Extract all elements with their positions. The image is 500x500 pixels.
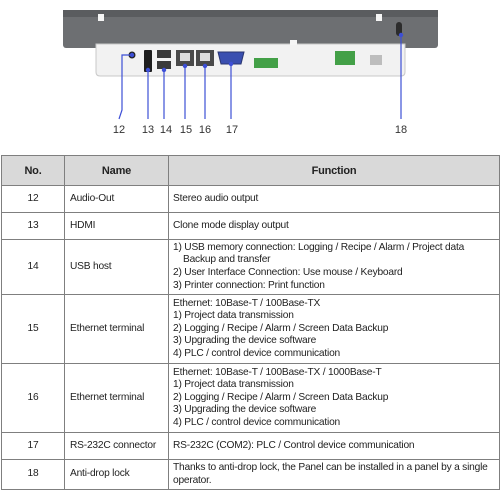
function-line: Stereo audio output <box>173 192 259 204</box>
function-line: 4) PLC / control device communication <box>173 416 340 428</box>
panel-body <box>63 10 438 48</box>
cell-name: RS-232C connector <box>64 432 169 460</box>
callout-13: 13 <box>142 124 154 136</box>
cell-name: Ethernet terminal <box>64 294 169 364</box>
callout-lines <box>118 35 402 120</box>
cell-function: Ethernet: 10Base-T / 100Base-TX / 1000Ba… <box>168 363 500 433</box>
cell-no: 17 <box>1 432 65 460</box>
function-line: 1) USB memory connection: Logging / Reci… <box>173 241 465 253</box>
function-line: 4) PLC / control device communication <box>173 347 340 359</box>
cell-function: Thanks to anti-drop lock, the Panel can … <box>168 459 500 490</box>
callout-dots <box>129 32 404 73</box>
callout-15: 15 <box>180 124 192 136</box>
callout-17: 17 <box>226 124 238 136</box>
callout-12: 12 <box>113 124 125 136</box>
port-block <box>95 43 406 77</box>
function-line: 1) Project data transmission <box>173 310 294 322</box>
mount-slot-mid <box>290 40 297 45</box>
device-bottom-view-diagram: 12 13 14 15 16 17 18 <box>63 10 438 136</box>
mount-slot-right <box>376 14 382 21</box>
cell-name: USB host <box>64 239 169 295</box>
function-line: 1) Project data transmission <box>173 379 294 391</box>
function-line: Backup and transfer <box>183 254 271 266</box>
function-line: 3) Printer connection: Print function <box>173 279 325 291</box>
header-function: Function <box>168 155 500 186</box>
function-line: 3) Upgrading the device software <box>173 404 317 416</box>
callout-14: 14 <box>160 124 172 136</box>
cell-no: 14 <box>1 239 65 295</box>
ethernet-port-15-socket <box>180 53 190 61</box>
cell-no: 16 <box>1 363 65 433</box>
cell-no: 12 <box>1 185 65 213</box>
table-header-row: No. Name Function <box>1 155 500 186</box>
right-connector <box>370 55 382 65</box>
cell-name: Audio-Out <box>64 185 169 213</box>
cell-name: HDMI <box>64 212 169 240</box>
terminal-block-right <box>335 51 355 65</box>
cell-function: Clone mode display output <box>168 212 500 240</box>
usb-port-top-icon <box>157 50 171 58</box>
function-line: 2) Logging / Recipe / Alarm / Screen Dat… <box>173 391 389 403</box>
mount-slot-left <box>98 14 104 21</box>
function-line: Clone mode display output <box>173 219 289 231</box>
function-line: Ethernet: 10Base-T / 100Base-TX <box>173 297 321 309</box>
terminal-block-left <box>254 58 278 68</box>
cell-no: 15 <box>1 294 65 364</box>
header-name: Name <box>64 155 169 186</box>
header-no: No. <box>1 155 65 186</box>
cell-name: Anti-drop lock <box>64 459 169 490</box>
panel-bezel-edge <box>63 10 438 17</box>
callout-18: 18 <box>395 124 407 136</box>
rs232c-port-icon <box>217 51 245 65</box>
cell-no: 13 <box>1 212 65 240</box>
function-line: operator. <box>173 474 212 486</box>
function-line: Thanks to anti-drop lock, the Panel can … <box>173 461 488 473</box>
ethernet-port-16-socket <box>200 53 210 61</box>
usb-port-bottom-icon <box>157 61 171 69</box>
function-line: RS-232C (COM2): PLC / Control device com… <box>173 439 415 451</box>
cell-no: 18 <box>1 459 65 490</box>
callout-16: 16 <box>199 124 211 136</box>
anti-drop-lock-icon <box>396 22 402 36</box>
cell-function: RS-232C (COM2): PLC / Control device com… <box>168 432 500 460</box>
function-line: Ethernet: 10Base-T / 100Base-TX / 1000Ba… <box>173 366 382 378</box>
function-line: 2) User Interface Connection: Use mouse … <box>173 267 403 278</box>
function-line: 3) Upgrading the device software <box>173 335 317 347</box>
cell-function: 1) USB memory connection: Logging / Reci… <box>168 239 500 295</box>
cell-function: Stereo audio output <box>168 185 500 213</box>
function-line: 2) Logging / Recipe / Alarm / Screen Dat… <box>173 322 389 334</box>
hdmi-port-icon <box>144 50 152 72</box>
cell-name: Ethernet terminal <box>64 363 169 433</box>
